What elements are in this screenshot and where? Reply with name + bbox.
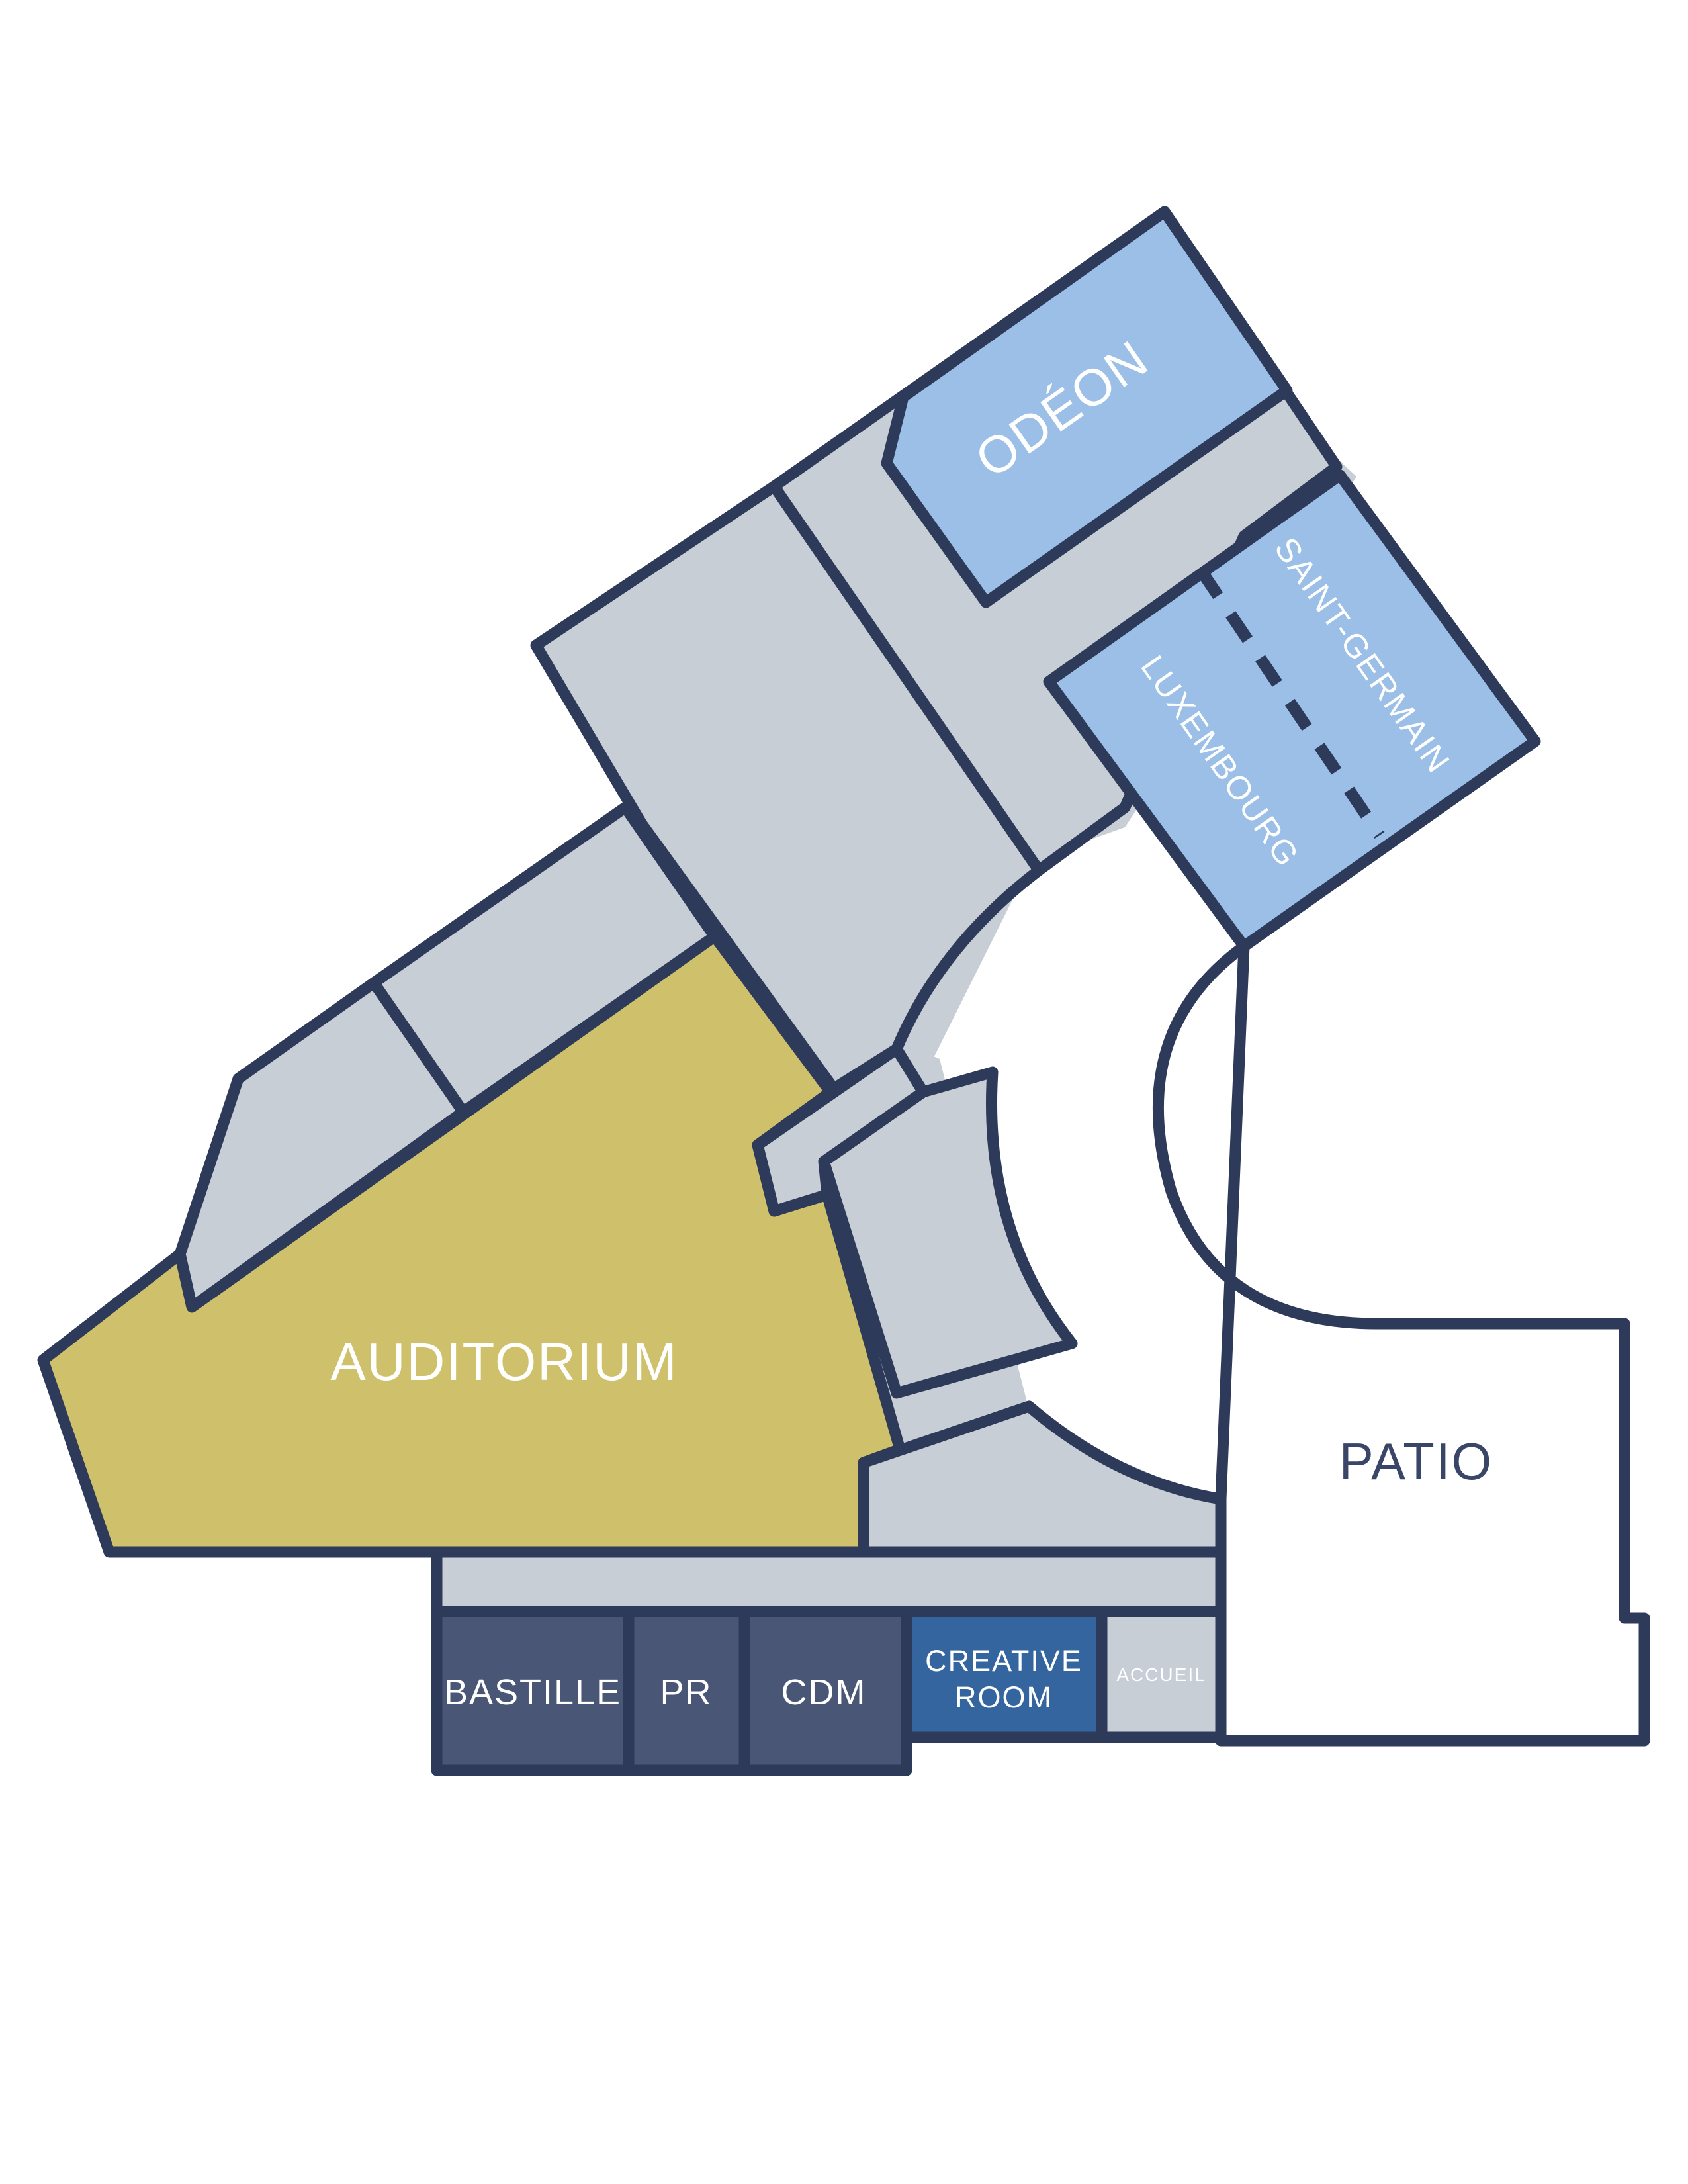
cdm-room[interactable] — [738, 1606, 912, 1776]
pr-label: PR — [660, 1672, 712, 1712]
lower-corridor — [431, 1546, 1227, 1617]
creative-room-label-line2: ROOM — [955, 1680, 1053, 1714]
accueil-label: ACCUEIL — [1116, 1664, 1206, 1685]
small-connector — [752, 1043, 929, 1217]
room-divider-dashed — [1196, 567, 1385, 839]
creative-room[interactable] — [901, 1606, 1108, 1743]
odeon-room[interactable] — [881, 206, 1293, 608]
accueil-room[interactable] — [1096, 1606, 1227, 1743]
creative-room-label-line1: CREATIVE — [925, 1644, 1083, 1678]
pr-room[interactable] — [623, 1606, 750, 1776]
patio-label: PATIO — [1339, 1432, 1493, 1490]
bastille-room[interactable] — [431, 1606, 635, 1776]
central-curved-corridor — [818, 1066, 1078, 1399]
patio-area[interactable] — [1152, 940, 1650, 1747]
bastille-label: BASTILLE — [444, 1672, 621, 1712]
cdm-label: CDM — [781, 1672, 867, 1712]
auditorium-label: AUDITORIUM — [330, 1332, 678, 1391]
